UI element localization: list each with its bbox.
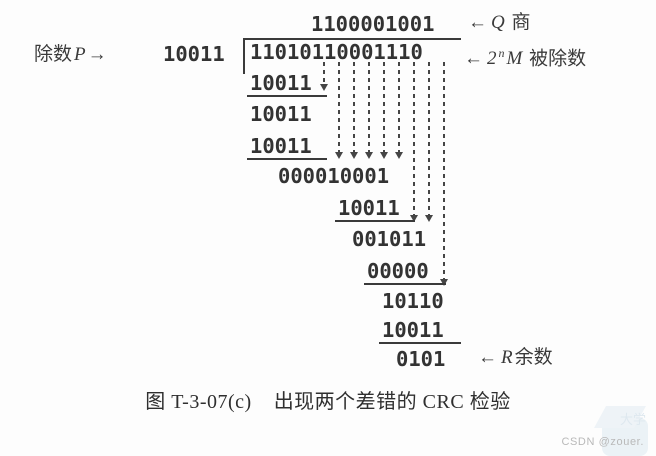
bringdown-arrowhead bbox=[440, 279, 448, 286]
bringdown-dashed-line bbox=[413, 62, 415, 217]
bringdown-arrowhead bbox=[410, 215, 418, 222]
dividend-symbol-base: 2 bbox=[487, 48, 497, 70]
partial-remainder-3: 10110 bbox=[382, 289, 444, 313]
figure-caption: 图 T-3-07(c) 出现两个差错的 CRC 检验 bbox=[0, 385, 656, 414]
step-2-subtrahend: 10011 bbox=[250, 102, 312, 126]
dividend-value: 11010110001110 bbox=[250, 40, 423, 64]
subtraction-rule bbox=[335, 220, 415, 222]
bringdown-dashed-line bbox=[338, 62, 340, 154]
bringdown-arrowhead bbox=[425, 215, 433, 222]
figure-caption-text: 出现两个差错的 CRC 检验 bbox=[273, 391, 511, 413]
bringdown-dashed-line bbox=[428, 62, 430, 217]
quotient-annotation-text: 商 bbox=[511, 12, 531, 33]
step-3-subtrahend: 10011 bbox=[250, 134, 312, 158]
divisor-annotation-text: 除数 bbox=[34, 44, 73, 65]
divisor-annotation-arrow-icon: → bbox=[87, 44, 107, 65]
figure-number: 图 T-3-07(c) bbox=[145, 391, 252, 413]
quotient-symbol: Q bbox=[491, 12, 505, 33]
divisor-value: 10011 bbox=[163, 42, 225, 66]
bringdown-dashed-line bbox=[368, 62, 370, 154]
step-6-subtrahend: 10011 bbox=[382, 318, 444, 342]
bringdown-arrowhead bbox=[395, 152, 403, 159]
bringdown-dashed-line bbox=[353, 62, 355, 154]
dividend-symbol-m: M bbox=[506, 48, 523, 70]
remainder-symbol: R bbox=[501, 347, 513, 368]
watermark-text: CSDN @zouer. bbox=[561, 436, 644, 448]
dividend-annotation-arrow-icon: ← bbox=[464, 48, 483, 70]
bringdown-dashed-line-short bbox=[323, 62, 325, 86]
division-bracket-vertical bbox=[243, 38, 245, 74]
bringdown-arrowhead bbox=[320, 84, 328, 91]
dividend-symbol-exponent: n bbox=[498, 46, 505, 60]
remainder-value: 0101 bbox=[396, 347, 446, 371]
divisor-symbol: P bbox=[74, 44, 86, 65]
subtraction-rule bbox=[364, 283, 446, 285]
subtraction-rule bbox=[379, 342, 461, 344]
step-4-subtrahend: 10011 bbox=[338, 196, 400, 220]
quotient-annotation-arrow-icon: ← bbox=[468, 12, 487, 33]
remainder-annotation-text: 余数 bbox=[514, 347, 553, 368]
dividend-annotation-text: 被除数 bbox=[529, 48, 587, 70]
bringdown-dashed-line bbox=[383, 62, 385, 154]
step-5-subtrahend: 00000 bbox=[367, 259, 429, 283]
division-bracket-overbar bbox=[243, 38, 461, 40]
bringdown-dashed-line bbox=[443, 62, 445, 281]
subtraction-rule bbox=[247, 158, 327, 160]
bringdown-arrowhead bbox=[350, 152, 358, 159]
bringdown-arrowhead bbox=[335, 152, 343, 159]
bringdown-arrowhead bbox=[380, 152, 388, 159]
svg-text:大学: 大学 bbox=[620, 412, 646, 427]
bringdown-dashed-line bbox=[398, 62, 400, 154]
partial-remainder-2: 001011 bbox=[352, 227, 427, 251]
quotient-value: 1100001001 bbox=[311, 12, 435, 36]
bringdown-arrowhead bbox=[365, 152, 373, 159]
step-1-subtrahend: 10011 bbox=[250, 71, 312, 95]
partial-remainder-1: 000010001 bbox=[278, 164, 390, 188]
quotient-annotation: ←Q 商 bbox=[468, 12, 531, 34]
subtraction-rule bbox=[247, 95, 327, 97]
remainder-annotation-arrow-icon: ← bbox=[478, 347, 497, 368]
